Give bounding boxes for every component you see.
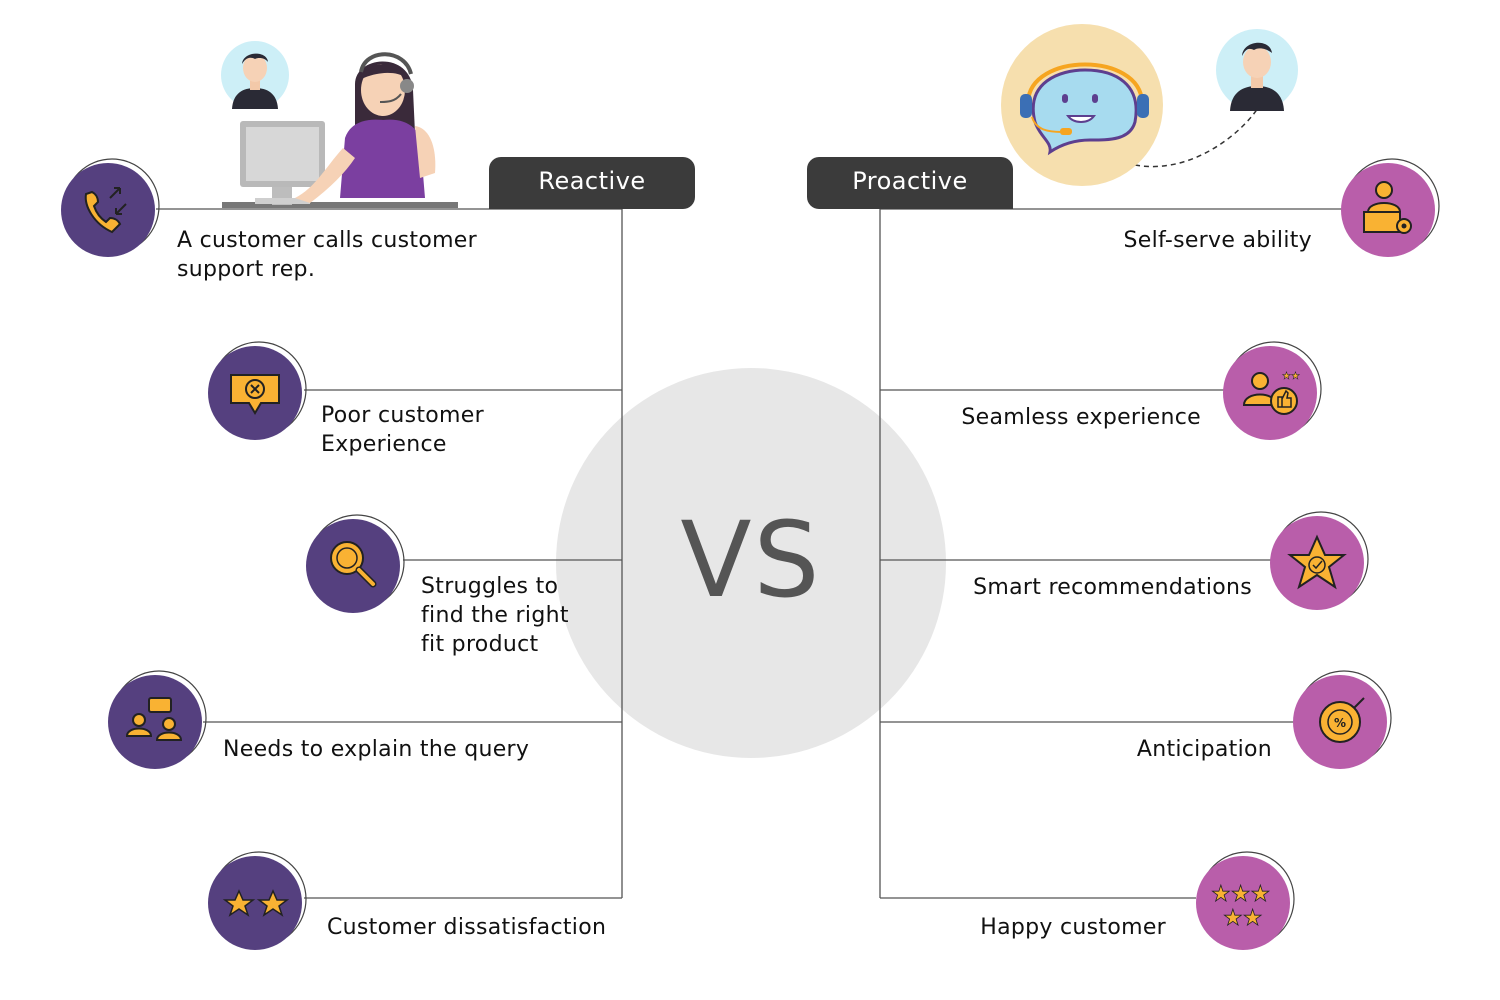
bot-illustration xyxy=(1001,24,1298,186)
reactive-item-1-label: A customer calls customer support rep. xyxy=(177,228,477,282)
monitor-icon xyxy=(240,121,325,205)
bot-icon xyxy=(1020,62,1149,156)
vs-text: VS xyxy=(680,499,822,621)
proactive-item-3-label: Smart recommendations xyxy=(973,575,1252,600)
support-agent-illustration xyxy=(221,41,436,205)
proactive-item-1-label: Self-serve ability xyxy=(1123,228,1312,253)
customer-avatar-icon xyxy=(1216,29,1298,111)
agent-icon xyxy=(295,52,436,203)
proactive-item-4-label: Anticipation xyxy=(1136,737,1272,762)
reactive-header: Reactive xyxy=(489,157,695,209)
reactive-item-2-label: Poor customer Experience xyxy=(321,403,484,457)
proactive-header: Proactive xyxy=(807,157,1013,209)
reactive-item-3-label: Struggles to find the right fit product xyxy=(421,574,569,657)
proactive-item-5-label: Happy customer xyxy=(980,915,1166,940)
proactive-item-2-label: Seamless experience xyxy=(961,405,1201,430)
reactive-item-4-label: Needs to explain the query xyxy=(223,737,530,762)
reactive-item-5-label: Customer dissatisfaction xyxy=(327,915,607,940)
vs-circle xyxy=(556,368,946,758)
customer-avatar-icon xyxy=(221,41,289,109)
